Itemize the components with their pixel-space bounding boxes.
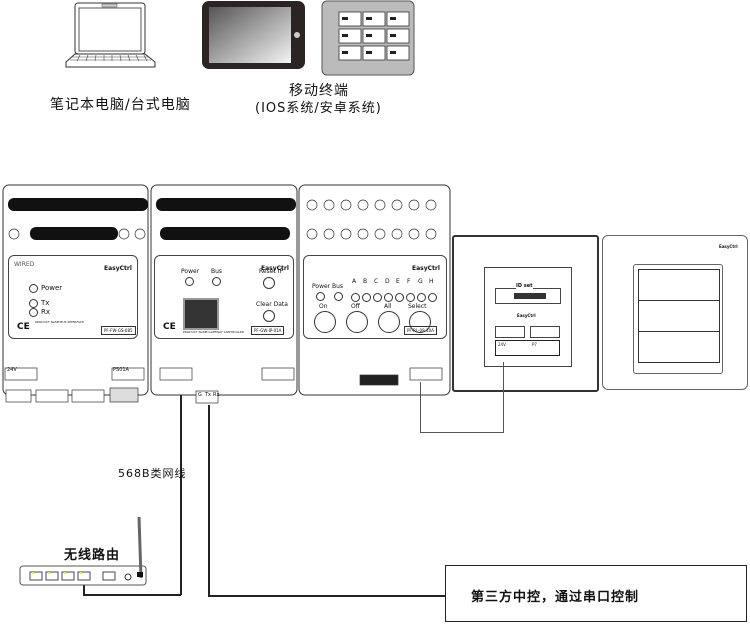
panel-back-module: ID set EasyCtrl 24V P7: [484, 267, 572, 367]
computer-label: 笔记本电脑/台式电脑: [50, 97, 191, 113]
bus-led: [334, 292, 343, 301]
tx-led: [29, 299, 38, 308]
channel-label: G: [418, 278, 423, 285]
touch-panel-icon: [321, 0, 415, 76]
panel-back: ID set EasyCtrl 24V P7: [452, 235, 599, 392]
rx-led-label: Rx: [41, 308, 51, 316]
channel-label: F: [407, 278, 411, 285]
power-label: Power: [312, 283, 331, 290]
reset-ip-button[interactable]: [263, 277, 275, 289]
power-led: [316, 292, 325, 301]
third-party-label: 第三方中控，通过串口控制: [471, 590, 640, 605]
easyctrl-logo: EasyCtrl: [261, 265, 289, 272]
clear-data-label: Clear Data: [256, 301, 288, 308]
on-label: On: [319, 303, 328, 310]
ethernet-cable-h: [83, 594, 181, 596]
product-text: PRODUCT NAME:GATEWAY CONTROLLER: [183, 330, 245, 334]
serial-tx-label: Tx: [205, 392, 212, 398]
wireless-router-icon: [19, 516, 147, 586]
panel-key-2[interactable]: [638, 300, 720, 332]
channel-led: [373, 293, 382, 302]
ethernet-cable-up: [83, 578, 85, 595]
ce-mark: CE: [17, 322, 30, 332]
select-button[interactable]: [409, 311, 431, 333]
channel-label: B: [363, 278, 368, 285]
product-text: PRODUCT NAME:BUS INTERFACE: [35, 320, 84, 324]
model-label: PF-FW-GS-085: [101, 326, 136, 335]
mobile-label: 移动终端: [289, 83, 349, 99]
terminal-legend: 24V P7: [495, 340, 560, 356]
channel-label: D: [385, 278, 390, 285]
aux-terminal: [530, 326, 560, 338]
gateway-module: EasyCtrl Power Bus Reset IP Clear Data C…: [154, 255, 294, 339]
off-label: Off: [351, 303, 360, 310]
panel-key-1[interactable]: [638, 269, 720, 301]
panel-front: EasyCtrl: [602, 235, 748, 390]
power-led-label: Power: [41, 284, 63, 292]
model-label: PF-GW-IP-01A: [251, 326, 285, 335]
terminal-row-1: [8, 198, 296, 240]
channel-led: [406, 293, 415, 302]
serial-cable-h: [208, 595, 446, 597]
bus-interface-module: WIRED EasyCtrl Power Tx Rx CE PRODUCT NA…: [8, 255, 138, 339]
ethernet-cable: [180, 395, 182, 595]
relay-module: EasyCtrl Power Bus On Off All Select PF-…: [303, 255, 447, 339]
id-dip-switch[interactable]: ID set: [495, 283, 561, 304]
easyctrl-logo: EasyCtrl: [104, 265, 132, 272]
router-label: 无线路由: [64, 548, 121, 563]
channel-label: C: [374, 278, 379, 285]
panel-bus-cable-up: [420, 382, 421, 433]
terminal-label: 24V: [7, 367, 17, 373]
channel-label: A: [352, 278, 357, 285]
top-devices-art: [65, 0, 415, 76]
clear-data-button[interactable]: [263, 310, 275, 322]
channel-led: [417, 293, 426, 302]
panel-bus-cable: [503, 362, 504, 433]
power-led-label: Power: [181, 268, 200, 275]
off-button[interactable]: [346, 311, 368, 333]
easyctrl-logo: EasyCtrl: [719, 244, 738, 249]
cable-label: 568B类网线: [118, 467, 187, 480]
power-led: [185, 277, 194, 286]
bus-led: [212, 277, 221, 286]
panel-key-3[interactable]: [638, 331, 720, 363]
channel-led: [428, 293, 437, 302]
tablet-icon: [202, 1, 305, 69]
all-button[interactable]: [378, 311, 400, 333]
bus-terminal: [495, 326, 525, 338]
channel-label: E: [396, 278, 400, 285]
id-set-label: ID set: [516, 283, 533, 289]
serial-rx-label: Rx: [213, 392, 220, 398]
panel-bus-cable-h: [420, 432, 504, 433]
third-party-controller-box: 第三方中控，通过串口控制: [445, 565, 747, 622]
serial-g-label: G: [198, 392, 202, 398]
model-label: PF-RL-08-10A: [404, 326, 437, 335]
power-led: [29, 284, 38, 293]
channel-led: [351, 293, 360, 302]
mobile-sublabel: (IOS系统/安卓系统): [255, 101, 382, 116]
key-frame: [633, 264, 723, 374]
rx-led: [29, 308, 38, 317]
channel-led: [384, 293, 393, 302]
select-label: Select: [408, 303, 427, 310]
bus-led-label: Bus: [211, 268, 223, 275]
bus-label: Bus: [332, 283, 344, 290]
reset-ip-label: Reset IP: [259, 268, 284, 275]
brand-badges: WIRED: [14, 261, 35, 268]
on-button[interactable]: [314, 311, 336, 333]
laptop-icon: [65, 2, 156, 68]
all-label: All: [384, 303, 392, 310]
channel-label: H: [429, 278, 434, 285]
serial-cable: [208, 405, 210, 596]
channel-led: [395, 293, 404, 302]
easyctrl-logo: EasyCtrl: [412, 265, 440, 272]
channel-led: [362, 293, 371, 302]
ethernet-port[interactable]: [183, 298, 219, 330]
ps-label: PS01A: [113, 367, 129, 373]
easyctrl-logo: EasyCtrl: [517, 313, 536, 318]
ce-mark: CE: [163, 322, 176, 332]
tx-led-label: Tx: [41, 299, 50, 307]
